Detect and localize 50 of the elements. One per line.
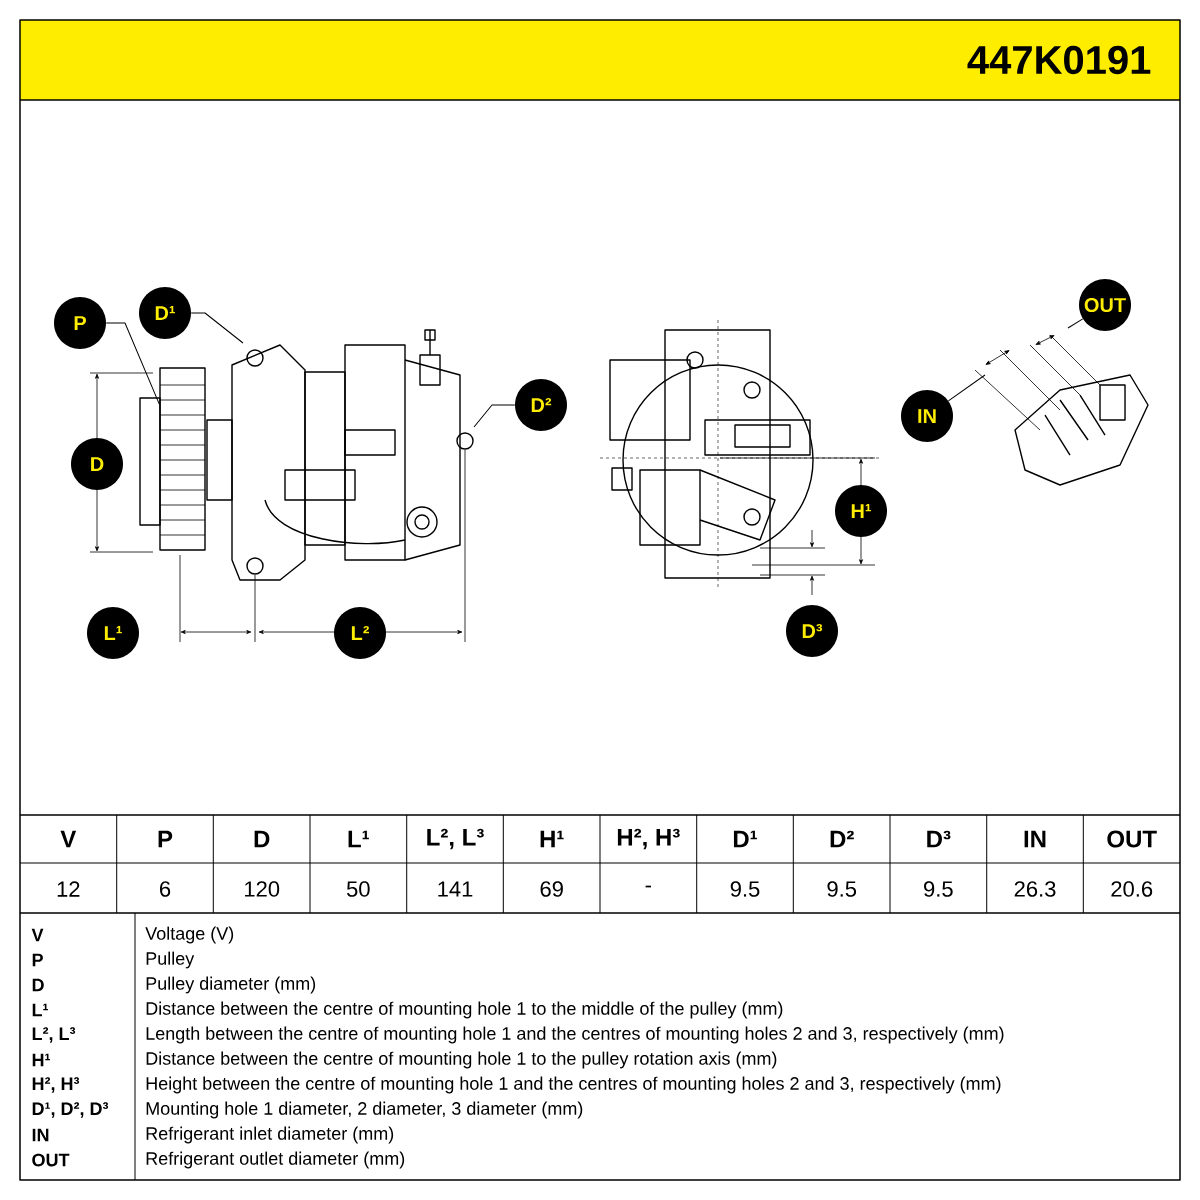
- legend-description: Distance between the centre of mounting hole 1 to the middle of the pulley (mm): [146, 1001, 783, 1019]
- table-header: D¹: [733, 830, 757, 848]
- legend-description: Pulley: [146, 951, 195, 969]
- table-value: 12: [57, 881, 80, 897]
- table-header: IN: [1024, 830, 1046, 848]
- legend-description: Pulley diameter (mm): [146, 976, 316, 994]
- legend-key: OUT: [32, 1153, 70, 1167]
- legend-description: Refrigerant inlet diameter (mm): [146, 1126, 394, 1144]
- table-value: -: [645, 885, 651, 888]
- legend-description: Length between the centre of mounting hole 1 and the centres of mounting holes 2 and 3, respectively (mm): [146, 1026, 1004, 1044]
- legend-description: Mounting hole 1 diameter, 2 diameter, 3 diameter (mm): [146, 1101, 583, 1119]
- table-value: 9.5: [924, 881, 953, 897]
- legend-description: Refrigerant outlet diameter (mm): [146, 1151, 405, 1169]
- legend-key: IN: [32, 1128, 49, 1142]
- table-value: 9.5: [827, 881, 857, 897]
- legend-key: D¹, D², D³: [32, 1102, 109, 1118]
- legend-key: H¹: [32, 1053, 50, 1067]
- table-value: 26.3: [1014, 881, 1056, 897]
- table-value: 6: [160, 881, 171, 897]
- table-header: OUT: [1107, 830, 1157, 848]
- table-header: H², H³: [617, 828, 680, 850]
- table-header: V: [60, 830, 77, 848]
- table-header: H¹: [540, 830, 564, 848]
- table-header: L¹: [348, 830, 369, 848]
- table-header: L², L³: [427, 828, 484, 850]
- table-header: D: [254, 830, 270, 848]
- table-value: 120: [245, 881, 280, 897]
- table-header: P: [158, 830, 173, 848]
- leader-line: [947, 374, 986, 402]
- legend-description: Voltage (V): [145, 926, 234, 944]
- leader-line: [190, 312, 244, 344]
- legend-key: L², L³: [32, 1027, 76, 1043]
- part-number: 447K0191: [967, 45, 1151, 75]
- table-value: 141: [438, 881, 473, 897]
- legend-description: Distance between the centre of mounting hole 1 to the pulley rotation axis (mm): [146, 1051, 777, 1069]
- leader-line: [1067, 318, 1084, 329]
- leader-line: [473, 404, 516, 428]
- legend-key: P: [32, 953, 43, 967]
- table-value: 69: [540, 881, 563, 897]
- table-value: 20.6: [1111, 881, 1153, 897]
- table-header: D²: [830, 830, 854, 848]
- legend-key: L¹: [32, 1003, 48, 1017]
- table-value: 9.5: [730, 881, 760, 897]
- table-value: 50: [346, 881, 370, 897]
- legend-key: H², H³: [32, 1077, 80, 1093]
- legend-key: D: [32, 978, 44, 992]
- pulley-drawing: [139, 367, 206, 551]
- legend-description: Height between the centre of mounting hole 1 and the centres of mounting holes 2 and 3, respectively (mm): [146, 1076, 1001, 1094]
- table-header: D³: [927, 830, 951, 848]
- legend-key: V: [31, 928, 44, 942]
